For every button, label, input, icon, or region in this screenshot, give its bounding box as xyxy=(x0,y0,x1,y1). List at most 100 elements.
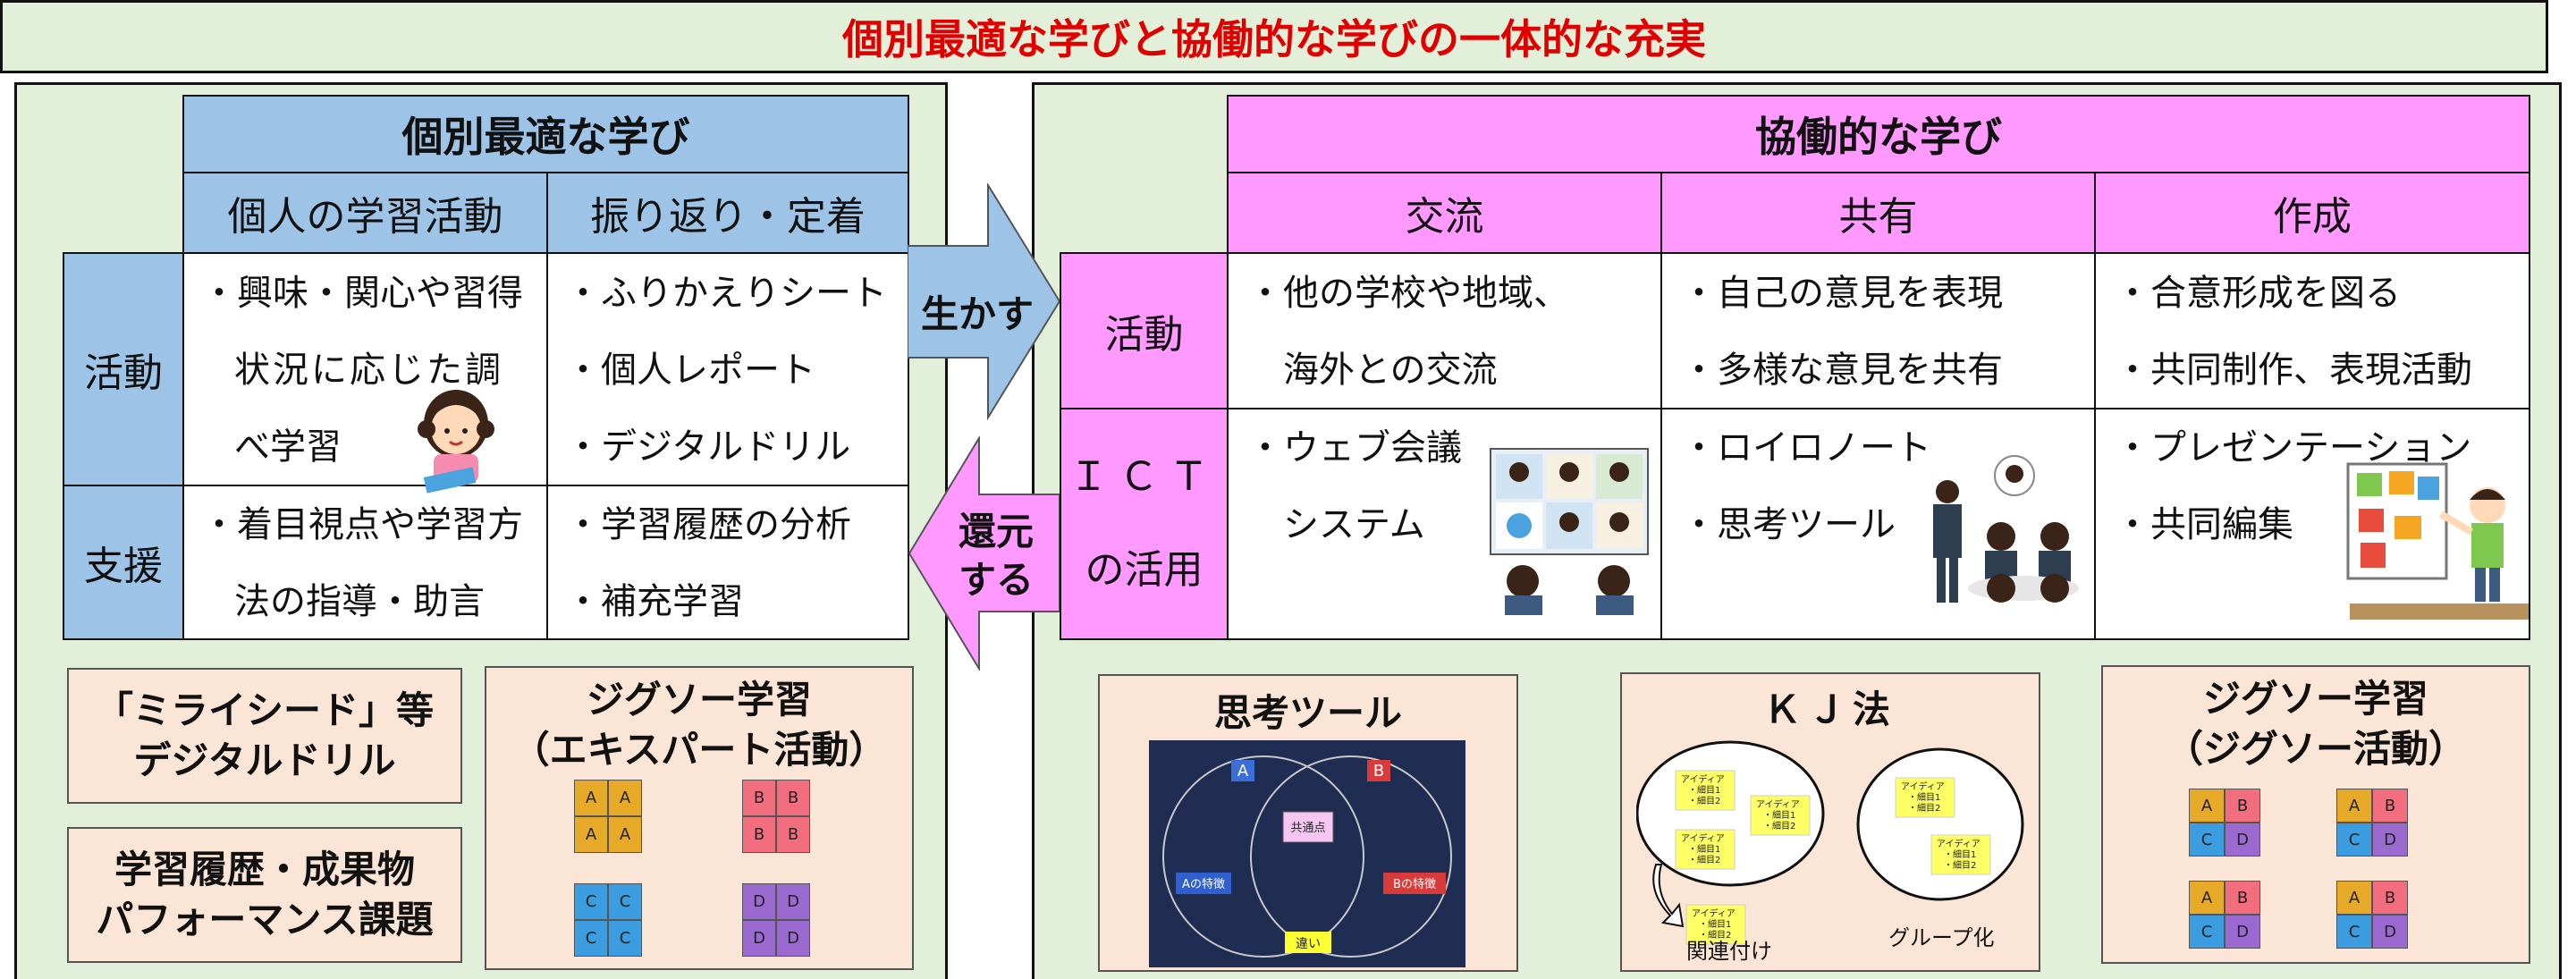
left-col-header-personal: 個人の学習活動 xyxy=(182,172,548,254)
jigsaw-tile-d: D xyxy=(776,920,810,957)
text-line: ・多様な意見を共有 xyxy=(1681,350,2003,391)
kj-note-text: ・細目1 xyxy=(1944,848,1976,860)
jigsaw-tile-b: B xyxy=(776,816,810,853)
kj-note-text: アイディア xyxy=(1692,907,1736,919)
text-line: 法の指導・助言 xyxy=(234,581,485,622)
kj-sticky-note: アイディア・細目1・細目2 xyxy=(1675,770,1736,811)
right-activity-share-text: ・自己の意見を表現 ・多様な意見を共有 xyxy=(1681,255,2003,409)
text-line: ・ウェブ会議 xyxy=(1247,427,1462,468)
box-thinking-tool-title: 思考ツール xyxy=(1213,691,1402,735)
jigsaw-tile-a: A xyxy=(2189,789,2225,823)
text-line: ・興味・関心や習得 xyxy=(201,273,523,314)
right-activity-create-cell xyxy=(2094,252,2530,409)
kj-note-text: ・細目1 xyxy=(1688,843,1720,855)
kj-note-text: アイディア xyxy=(1681,773,1725,785)
kj-group-circle xyxy=(1856,747,2024,901)
box-jigsaw-expert: ジグソー学習 （エキスパート活動） xyxy=(485,666,914,970)
right-ict-create-text: ・プレゼンテーション ・共同編集 xyxy=(2115,409,2471,563)
box-learning-history: 学習履歴・成果物 パフォーマンス課題 xyxy=(67,827,462,963)
ict-label-line1: ＩＣＴ xyxy=(1068,454,1220,500)
left-activity-personal-text: ・興味・関心や習得 状況に応じた調 べ学習 xyxy=(201,255,523,485)
jigsaw-tile-b: B xyxy=(2372,789,2408,823)
jigsaw-tile-a: A xyxy=(608,780,642,816)
right-col-header-exchange: 交流 xyxy=(1227,172,1662,254)
box-jigsaw-activity: ジグソー学習 （ジグソー活動） xyxy=(2101,665,2530,964)
text-line: ・ロイロノート xyxy=(1681,427,1931,468)
right-activity-share-cell xyxy=(1660,252,2096,409)
kj-note-text: ・細目1 xyxy=(1688,784,1720,796)
right-ict-share-cell xyxy=(1660,408,2096,640)
kj-note-text: ・細目2 xyxy=(1688,854,1720,865)
main-title: 個別最適な学びと協働的な学びの一体的な充実 xyxy=(0,0,2548,73)
kj-relate-label: 関連付け xyxy=(1686,939,1772,964)
right-col-header-share: 共有 xyxy=(1660,172,2096,254)
right-ict-share-text: ・ロイロノート ・思考ツール xyxy=(1681,409,1931,563)
kj-note-text: アイディア xyxy=(1681,832,1725,844)
kj-note-text: ・細目2 xyxy=(1944,859,1976,871)
arrow-left-label-line1: 還元 xyxy=(959,510,1035,553)
box-jigsaw-expert-line1: ジグソー学習 xyxy=(586,678,812,722)
text-line: 状況に応じた調 xyxy=(234,350,503,391)
venn-a-feature-label: Aの特徴 xyxy=(1182,878,1225,891)
kj-note-text: アイディア xyxy=(1901,781,1945,792)
venn-label-a-bg xyxy=(1231,760,1254,781)
venn-a-feature-bg xyxy=(1176,873,1231,894)
left-support-personal-text: ・着目視点や学習方 法の指導・助言 xyxy=(201,486,523,640)
kj-group-label: グループ化 xyxy=(1888,925,1995,950)
right-row-header-ict: ＩＣＴ の活用 xyxy=(1060,408,1229,640)
text-line: ・他の学校や地域、 xyxy=(1247,273,1569,314)
kj-relate-arrow xyxy=(1652,864,1685,928)
jigsaw-tile-b: B xyxy=(742,816,776,853)
jigsaw-tile-a: A xyxy=(2336,881,2372,915)
text-line: ・思考ツール xyxy=(1681,504,1896,545)
left-support-personal-cell xyxy=(182,485,548,640)
kj-sticky-note: アイディア・細目1・細目2 xyxy=(1930,834,1991,875)
jigsaw-tile-a: A xyxy=(2336,789,2372,823)
text-line: ・共同編集 xyxy=(2115,504,2293,545)
venn-common-bg xyxy=(1282,811,1334,843)
kj-sticky-note: アイディア・細目1・細目2 xyxy=(1895,777,1955,818)
jigsaw-tile-d: D xyxy=(2372,823,2408,857)
box-history-line2: パフォーマンス課題 xyxy=(96,898,434,941)
text-line: ・補充学習 xyxy=(565,581,744,622)
jigsaw-tile-d: D xyxy=(742,920,776,957)
box-kj-method-title: ＫＪ法 xyxy=(1762,688,1897,731)
left-support-review-cell xyxy=(546,485,909,640)
venn-diff-bg xyxy=(1285,932,1331,953)
kj-note-text: アイディア xyxy=(1756,798,1800,810)
jigsaw-tile-d: D xyxy=(2372,915,2408,949)
venn-label-a: A xyxy=(1237,762,1249,781)
right-activity-exchange-cell xyxy=(1227,252,1662,409)
arrow-left-label-line2: する xyxy=(959,558,1035,602)
kj-sticky-note: アイディア・細目1・細目2 xyxy=(1750,795,1811,836)
venn-label-b-bg xyxy=(1367,760,1390,781)
box-jigsaw-activity-line1: ジグソー学習 xyxy=(2202,677,2428,721)
venn-circle-b xyxy=(1250,755,1452,958)
jigsaw-tile-d: D xyxy=(2225,823,2260,857)
jigsaw-tile-c: C xyxy=(574,920,608,957)
box-miraiseed-line1: 「ミライシード」等 xyxy=(95,688,434,732)
text-line: ・デジタルドリル xyxy=(565,426,851,468)
text-line: ・合意形成を図る xyxy=(2115,273,2401,314)
right-table-header: 協働的な学び xyxy=(1227,95,2530,173)
venn-diagram: A B 共通点 Aの特徴 Bの特徴 違い xyxy=(1149,740,1465,967)
box-miraiseed-line2: デジタルドリル xyxy=(133,738,396,782)
kj-note-text: ・細目1 xyxy=(1908,791,1940,803)
jigsaw-tile-b: B xyxy=(2225,789,2260,823)
text-line: ・個人レポート xyxy=(565,350,815,391)
kj-note-text: アイディア xyxy=(1937,838,1981,849)
text-line: ・着目視点や学習方 xyxy=(201,504,523,545)
text-line: システム xyxy=(1283,504,1425,545)
ict-label-line2: の活用 xyxy=(1085,547,1204,593)
jigsaw-tile-a: A xyxy=(608,816,642,853)
kj-note-text: ・細目1 xyxy=(1763,809,1795,821)
arrow-right xyxy=(908,183,1061,420)
right-col-header-create: 作成 xyxy=(2094,172,2530,254)
jigsaw-tile-c: C xyxy=(574,883,608,920)
jigsaw-tile-b: B xyxy=(2225,881,2260,915)
arrow-left-label: 還元 する xyxy=(959,508,1034,604)
kj-sticky-note: アイディア・細目1・細目2 xyxy=(1675,829,1736,870)
text-line: ・自己の意見を表現 xyxy=(1681,273,2003,314)
kj-note-text: ・細目2 xyxy=(1699,929,1731,941)
box-jigsaw-activity-line2: （ジグソー活動） xyxy=(2165,727,2466,771)
